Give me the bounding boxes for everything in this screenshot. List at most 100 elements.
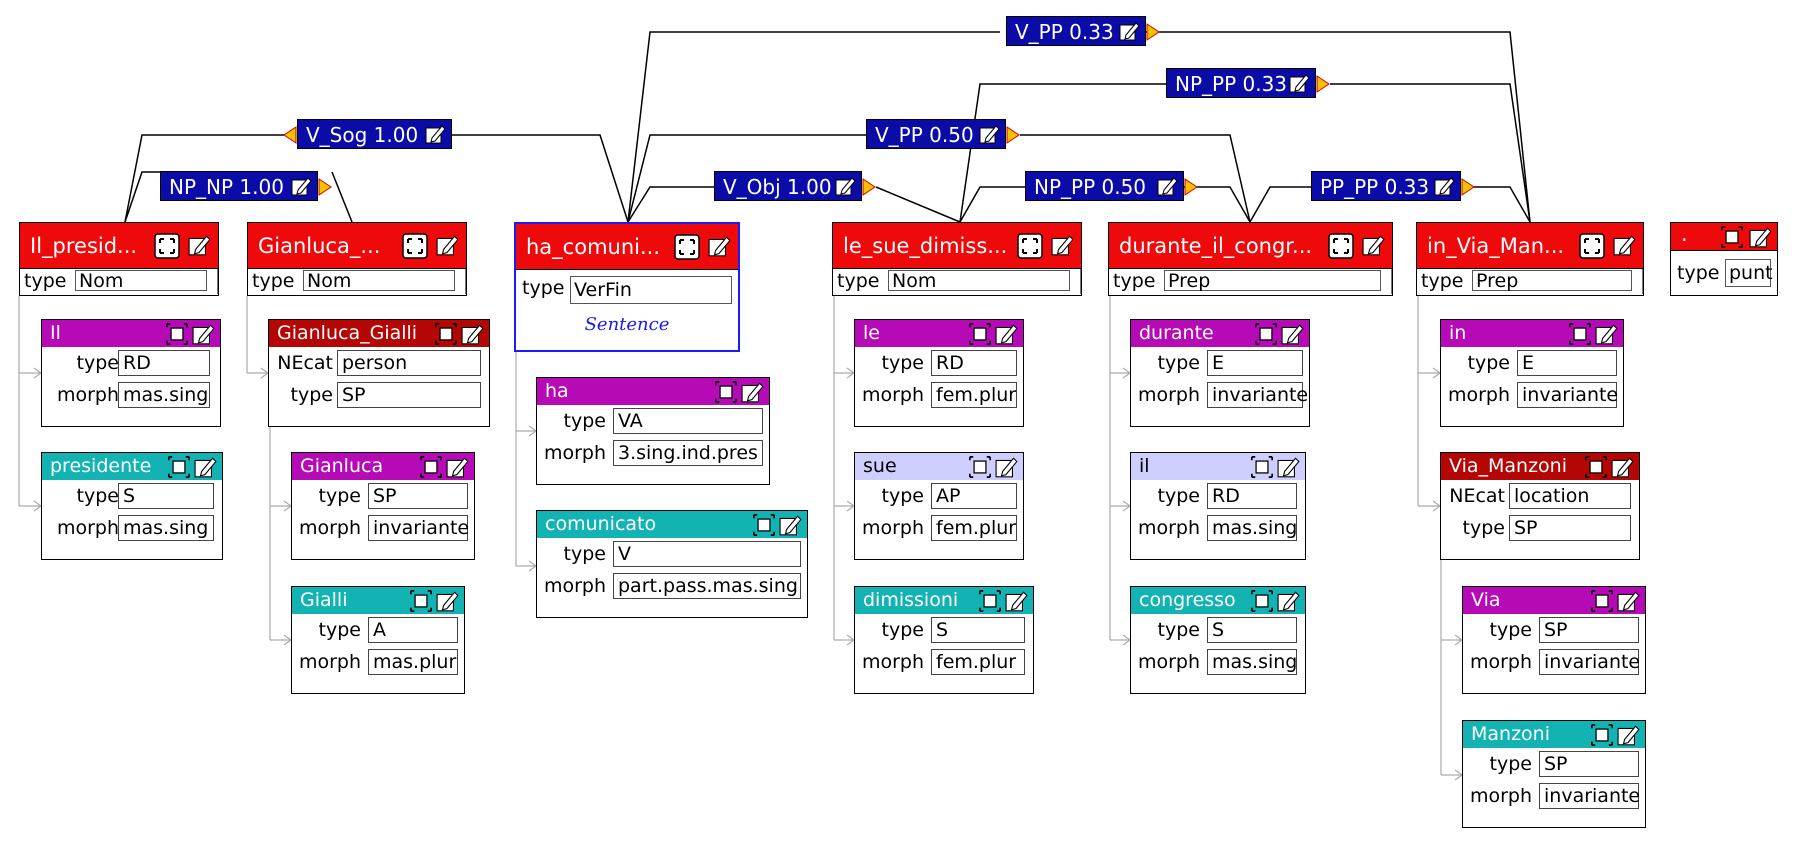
chunk-header[interactable]: Gianluca_... (248, 223, 466, 269)
token-header[interactable]: le (855, 320, 1023, 347)
edit-icon[interactable] (1362, 233, 1386, 257)
expand-icon[interactable] (1251, 590, 1273, 612)
feature-value[interactable]: fem.plur (931, 649, 1025, 675)
expand-icon[interactable] (402, 233, 428, 259)
edit-icon[interactable] (436, 589, 460, 613)
relation-label[interactable]: V_PP 0.50 (866, 119, 1006, 149)
feature-value[interactable]: RD (1207, 483, 1297, 509)
expand-icon[interactable] (674, 234, 700, 260)
edit-icon[interactable] (995, 322, 1019, 346)
chunk-header[interactable]: ha_comuni... (516, 224, 738, 270)
expand-icon[interactable] (753, 514, 775, 536)
edit-icon[interactable] (1613, 233, 1637, 257)
expand-icon[interactable] (1017, 233, 1043, 259)
relation-label[interactable]: NP_PP 0.33 (1166, 68, 1316, 98)
edit-icon[interactable] (779, 513, 803, 537)
token-header[interactable]: Gianluca_Gialli (269, 320, 489, 347)
edit-icon[interactable] (1617, 723, 1641, 747)
feature-value[interactable]: mas.sing (1207, 515, 1297, 541)
feature-value[interactable]: Prep (1164, 270, 1381, 292)
feature-value[interactable]: RD (118, 350, 210, 376)
feature-value[interactable]: S (1207, 617, 1297, 643)
chunk-header[interactable]: durante_il_congr... (1109, 223, 1392, 269)
feature-value[interactable]: Nom (303, 270, 455, 292)
feature-value[interactable]: invariante (1517, 382, 1618, 408)
edit-icon[interactable] (188, 233, 212, 257)
feature-value[interactable]: invariante (368, 515, 469, 541)
feature-value[interactable]: SP (1509, 515, 1631, 541)
relation-label[interactable]: V_Sog 1.00 (297, 119, 452, 149)
token-header[interactable]: congresso (1131, 587, 1305, 614)
edit-icon[interactable] (1157, 175, 1179, 197)
feature-value[interactable]: mas.sing (118, 382, 210, 408)
feature-value[interactable]: punt (1725, 259, 1773, 287)
relation-label[interactable]: NP_PP 0.50 (1025, 171, 1184, 201)
feature-value[interactable]: 3.sing.ind.pres (613, 440, 763, 466)
feature-value[interactable]: mas.sing (1207, 649, 1297, 675)
edit-icon[interactable] (1277, 589, 1301, 613)
feature-value[interactable]: A (368, 617, 458, 643)
edit-icon[interactable] (995, 455, 1019, 479)
feature-value[interactable]: S (931, 617, 1025, 643)
expand-icon[interactable] (969, 323, 991, 345)
expand-icon[interactable] (979, 590, 1001, 612)
edit-icon[interactable] (1595, 322, 1619, 346)
feature-value[interactable]: S (118, 483, 214, 509)
expand-icon[interactable] (1255, 323, 1277, 345)
expand-icon[interactable] (168, 456, 190, 478)
feature-value[interactable]: E (1517, 350, 1617, 376)
relation-label[interactable]: V_Obj 1.00 (714, 171, 862, 201)
feature-value[interactable]: VA (613, 408, 763, 434)
token-header[interactable]: presidente (42, 453, 222, 480)
expand-icon[interactable] (420, 456, 442, 478)
expand-icon[interactable] (1569, 323, 1591, 345)
expand-icon[interactable] (166, 323, 188, 345)
expand-icon[interactable] (1328, 233, 1354, 259)
edit-icon[interactable] (708, 234, 732, 258)
expand-icon[interactable] (410, 590, 432, 612)
feature-value[interactable]: VerFin (570, 276, 732, 304)
expand-icon[interactable] (1721, 226, 1743, 248)
edit-icon[interactable] (446, 455, 470, 479)
relation-label[interactable]: PP_PP 0.33 (1311, 171, 1461, 201)
chunk-header[interactable]: Il_presid... (20, 223, 218, 269)
edit-icon[interactable] (979, 123, 1001, 145)
feature-value[interactable]: V (613, 541, 801, 567)
feature-value[interactable]: part.pass.mas.sing (613, 573, 801, 599)
expand-icon[interactable] (969, 456, 991, 478)
edit-icon[interactable] (1119, 20, 1141, 42)
token-header[interactable]: ha (537, 378, 769, 405)
feature-value[interactable]: Nom (888, 270, 1070, 292)
edit-icon[interactable] (1434, 175, 1456, 197)
expand-icon[interactable] (715, 381, 737, 403)
edit-icon[interactable] (194, 455, 218, 479)
feature-value[interactable]: Prep (1472, 270, 1632, 292)
edit-icon[interactable] (835, 175, 857, 197)
feature-value[interactable]: fem.plur (931, 515, 1017, 541)
edit-icon[interactable] (1005, 589, 1029, 613)
feature-value[interactable]: location (1509, 483, 1631, 509)
token-header[interactable]: Via (1463, 587, 1645, 614)
edit-icon[interactable] (1281, 322, 1305, 346)
edit-icon[interactable] (425, 123, 447, 145)
expand-icon[interactable] (1591, 724, 1613, 746)
chunk-header[interactable]: in_Via_Man... (1417, 223, 1643, 269)
edit-icon[interactable] (1277, 455, 1301, 479)
feature-value[interactable]: AP (931, 483, 1017, 509)
expand-icon[interactable] (1579, 233, 1605, 259)
token-header[interactable]: comunicato (537, 511, 807, 538)
token-header[interactable]: Via_Manzoni (1441, 453, 1639, 480)
